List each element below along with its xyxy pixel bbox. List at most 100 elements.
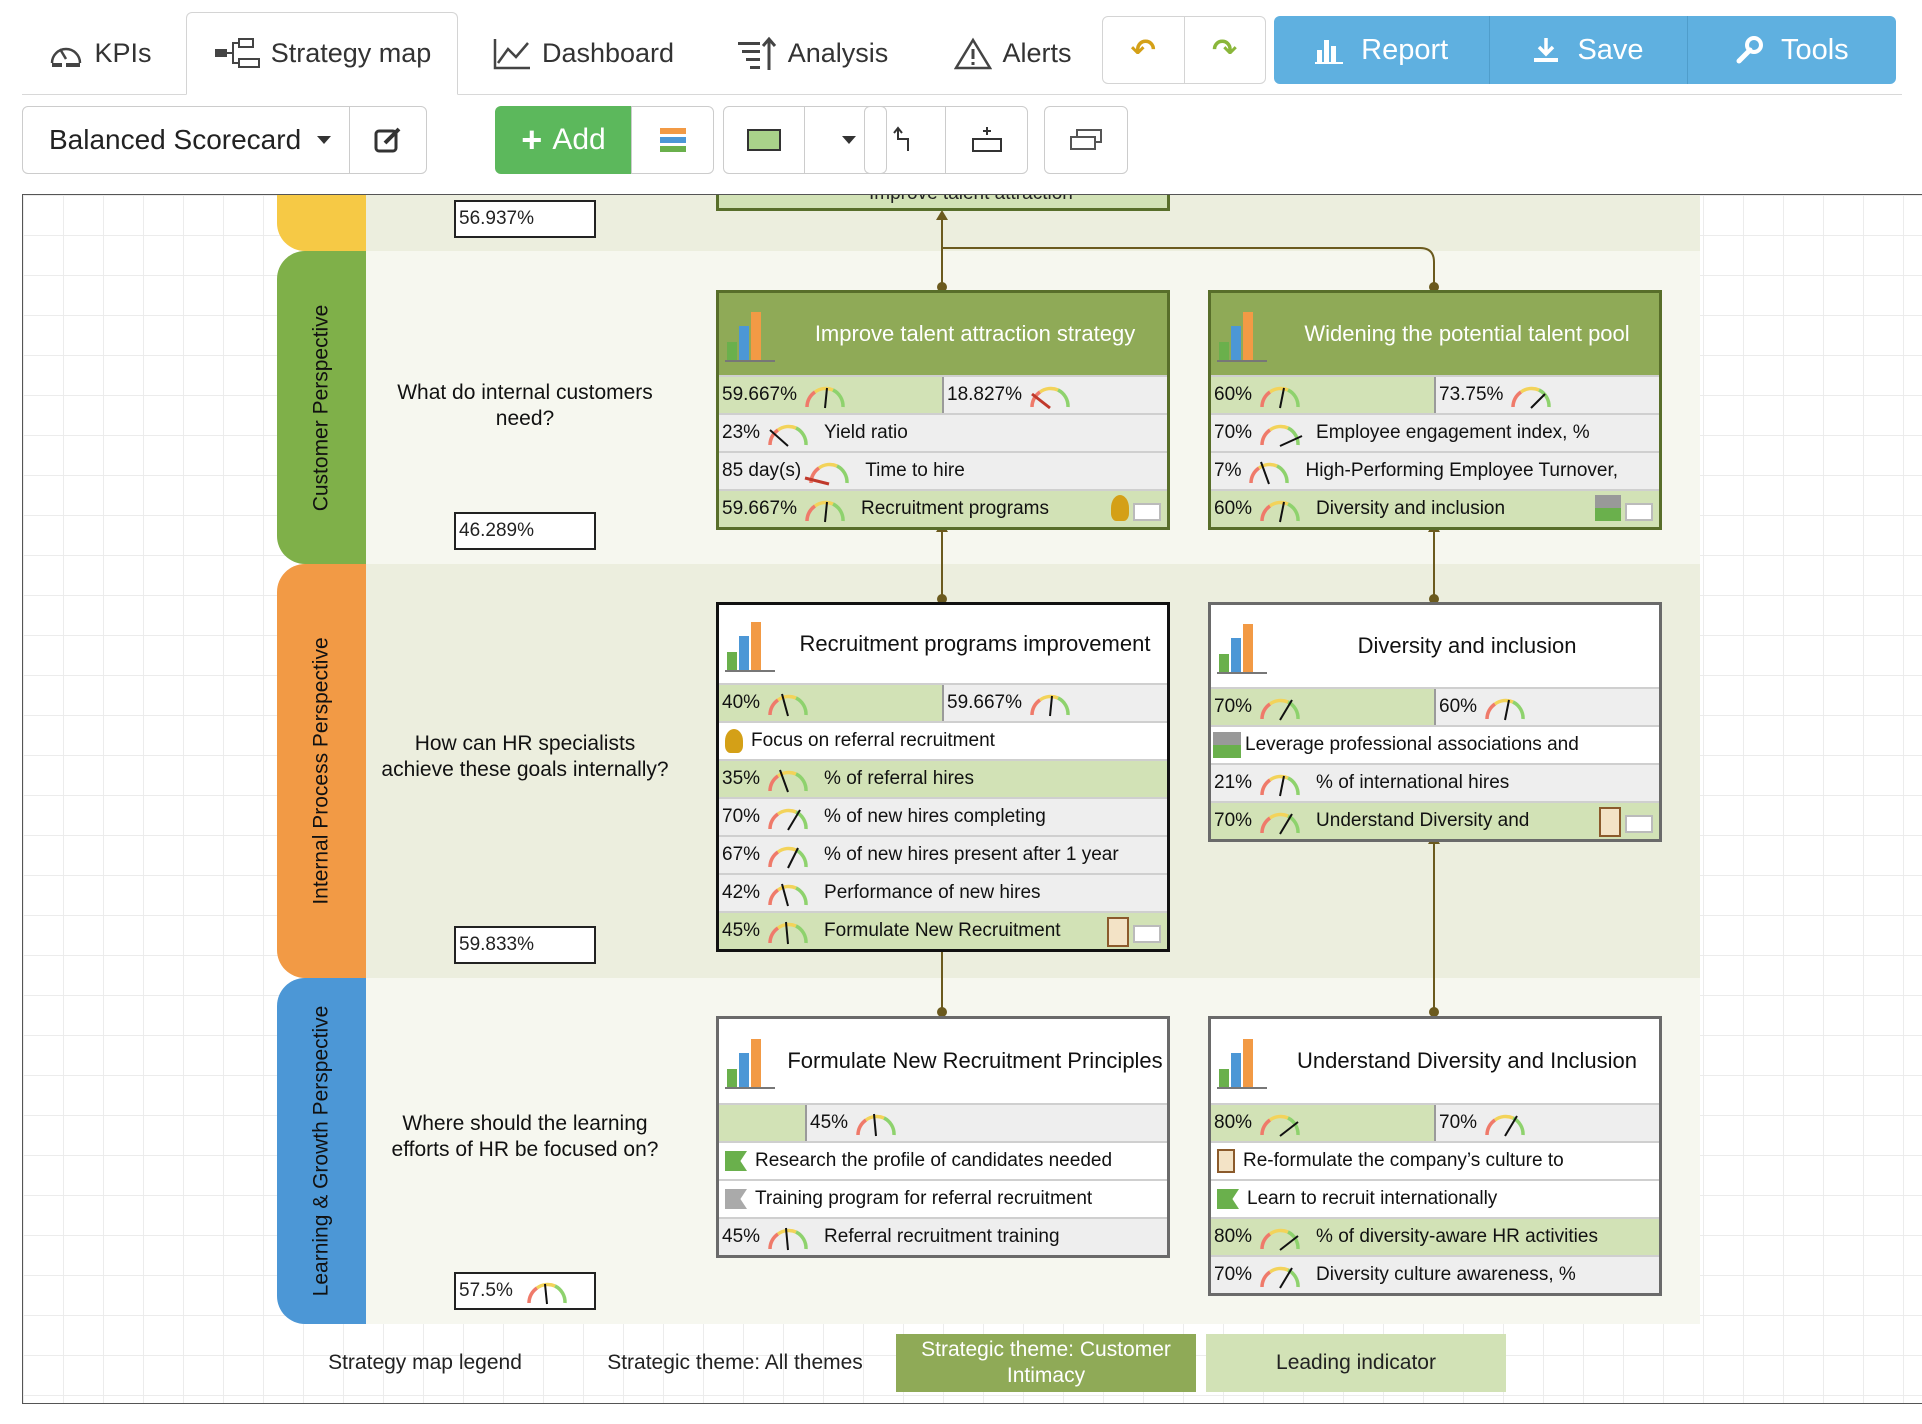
objective-card-understand-diversity[interactable]: Understand Diversity and Inclusion 80% 7…	[1208, 1016, 1662, 1296]
report-button[interactable]: Report	[1274, 16, 1489, 84]
kpi-row[interactable]: 60%Diversity and inclusion	[1211, 489, 1659, 527]
kpi-row[interactable]: 42%Performance of new hires	[719, 873, 1167, 911]
card-header: Understand Diversity and Inclusion	[1211, 1019, 1659, 1103]
kpi-row[interactable]: 23%Yield ratio	[719, 413, 1167, 451]
kpi-label: % of referral hires	[824, 768, 974, 789]
gauge-icon	[1252, 1260, 1308, 1290]
kpi-value: 70%	[1214, 810, 1253, 831]
internal-perspective-bar[interactable]: Internal Process Perspective	[277, 564, 366, 978]
initiative-row[interactable]: Research the profile of candidates neede…	[719, 1141, 1167, 1179]
legend-all-themes[interactable]: Strategic theme: All themes	[607, 1351, 863, 1374]
initiative-row[interactable]: Learn to recruit internationally	[1211, 1179, 1659, 1217]
initiative-row[interactable]: Re-formulate the company’s culture to	[1211, 1141, 1659, 1179]
card-summary-row: 45%	[719, 1103, 1167, 1141]
plus-icon: +	[521, 119, 543, 160]
edit-scorecard-button[interactable]	[349, 106, 427, 174]
card-header: Improve talent attraction strategy	[719, 293, 1167, 375]
value: 60%	[1214, 384, 1253, 405]
gauge-icon	[760, 921, 816, 946]
kpi-row[interactable]: 70%Diversity culture awareness, %	[1211, 1255, 1659, 1293]
kpi-row[interactable]: 45%Referral recruitment training	[719, 1217, 1167, 1255]
kpi-row[interactable]: 7%High-Performing Employee Turnover,	[1211, 451, 1659, 489]
initiative-row[interactable]: Focus on referral recruitment	[719, 721, 1167, 759]
kpi-row[interactable]: 45%Formulate New Recruitment	[719, 911, 1167, 949]
initiative-row[interactable]: Training program for referral recruitmen…	[719, 1179, 1167, 1217]
tab-analysis[interactable]: Analysis	[732, 12, 892, 95]
kpi-row[interactable]: 67%% of new hires present after 1 year	[719, 835, 1167, 873]
kpi-value: 59.667%	[722, 498, 798, 519]
objective-card-improve-talent-attraction[interactable]: Improve talent attraction strategy 59.66…	[716, 290, 1170, 530]
customer-question: What do internal customers need?	[397, 381, 653, 430]
initiative-label: Learn to recruit internationally	[1247, 1188, 1498, 1209]
kpi-value: 70%	[722, 806, 761, 827]
kpi-label: % of new hires present after 1 year	[824, 844, 1119, 865]
customer-score: 46.289%	[454, 512, 596, 550]
clipboard-icon	[1107, 917, 1129, 947]
value: 70%	[1439, 1112, 1478, 1133]
legend-leading-indicator[interactable]: Leading indicator	[1206, 1334, 1506, 1392]
bar-chart-icon	[1215, 304, 1279, 364]
tab-strategy-map[interactable]: Strategy map	[186, 12, 458, 95]
shape-dropdown[interactable]	[804, 107, 886, 173]
kpi-row[interactable]: 21%% of international hires	[1211, 763, 1659, 801]
lightbulb-icon	[725, 729, 743, 753]
kpi-label: Performance of new hires	[824, 882, 1041, 903]
internal-question: How can HR specialists achieve these goa…	[381, 732, 669, 781]
gauge-icon	[760, 418, 816, 448]
theme-button[interactable]	[1045, 107, 1127, 173]
shape-tool-group	[723, 106, 887, 174]
kpi-row[interactable]: 59.667%Recruitment programs	[719, 489, 1167, 527]
objective-card-widening-talent-pool[interactable]: Widening the potential talent pool 60% 7…	[1208, 290, 1662, 530]
tab-alerts-label: Alerts	[1002, 38, 1072, 68]
kpi-value: 70%	[1214, 422, 1253, 443]
shape-button[interactable]	[724, 107, 804, 173]
gauge-icon	[1022, 688, 1078, 718]
scorecard-dropdown[interactable]: Balanced Scorecard	[22, 106, 350, 174]
legend-customer-intimacy[interactable]: Strategic theme: Customer Intimacy	[896, 1334, 1196, 1392]
undo-button[interactable]: ↶	[1103, 17, 1184, 83]
tab-kpis[interactable]: KPIs	[40, 12, 160, 95]
scorecard-name: Balanced Scorecard	[49, 124, 302, 155]
initiative-row[interactable]: Leverage professional associations and	[1211, 725, 1659, 763]
objective-card-recruitment-programs[interactable]: Recruitment programs improvement 40% 59.…	[716, 602, 1170, 952]
add-button[interactable]: + Add	[495, 106, 632, 174]
card-header: Widening the potential talent pool	[1211, 293, 1659, 375]
tab-dashboard-label: Dashboard	[541, 38, 675, 68]
kpi-row[interactable]: 70%Employee engagement index, %	[1211, 413, 1659, 451]
kpi-label: % of new hires completing	[824, 806, 1046, 827]
bar-chart-icon	[1315, 40, 1344, 64]
gauge-icon	[804, 456, 857, 486]
kpi-row[interactable]: 85 day(s)Time to hire	[719, 451, 1167, 489]
card-title: Improve talent attraction strategy	[814, 321, 1136, 346]
kpi-row[interactable]: 35%% of referral hires	[719, 759, 1167, 797]
gauge-icon	[760, 769, 816, 794]
tab-strategy-map-label: Strategy map	[270, 38, 432, 68]
undo-redo-group: ↶ ↷	[1102, 16, 1266, 84]
connector-button[interactable]	[865, 107, 945, 173]
kpi-row[interactable]: 80%% of diversity-aware HR activities	[1211, 1217, 1659, 1255]
clipboard-icon	[1217, 1149, 1235, 1173]
gauge-icon	[1252, 1108, 1308, 1137]
objective-card-formulate-recruitment-principles[interactable]: Formulate New Recruitment Principles 45%…	[716, 1016, 1170, 1258]
kpi-row[interactable]: 70%Understand Diversity and	[1211, 801, 1659, 839]
tab-alerts[interactable]: Alerts	[938, 12, 1088, 95]
objective-card-diversity-inclusion[interactable]: Diversity and inclusion 70% 60% Leverage…	[1208, 602, 1662, 842]
drive-icon	[1625, 815, 1653, 833]
gauge-icon	[797, 380, 853, 410]
layout-list-button[interactable]	[631, 106, 714, 174]
learning-perspective-bar[interactable]: Learning & Growth Perspective	[277, 978, 366, 1324]
customer-perspective-bar[interactable]: Customer Perspective	[277, 251, 366, 564]
save-button[interactable]: Save	[1489, 16, 1686, 84]
redo-button[interactable]: ↷	[1183, 17, 1266, 83]
kpi-value: 60%	[1214, 498, 1253, 519]
tools-button[interactable]: Tools	[1686, 16, 1896, 84]
tab-dashboard[interactable]: Dashboard	[488, 12, 678, 95]
partial-objective-card[interactable]: Improve talent attraction	[716, 195, 1170, 211]
add-field-button[interactable]	[945, 107, 1027, 173]
bar-chart-icon	[1215, 616, 1279, 676]
gauge-icon	[1503, 380, 1559, 410]
gauge-icon	[519, 1276, 575, 1306]
card-title: Formulate New Recruitment Principles	[787, 1048, 1163, 1073]
partial-card-title: Improve talent attraction	[869, 195, 1073, 205]
kpi-row[interactable]: 70% % of new hires completing	[719, 797, 1167, 835]
